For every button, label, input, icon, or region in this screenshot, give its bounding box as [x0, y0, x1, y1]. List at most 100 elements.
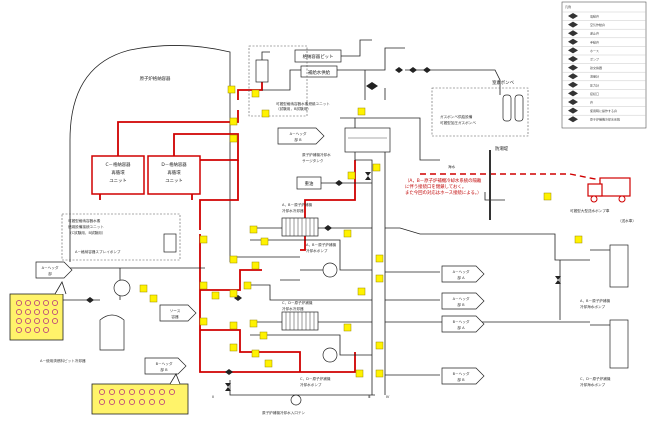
legend-rows: 電動弁空気作動弁逆止弁手動弁ホースポンプ熱交換器流量計圧力計接続口弁使用時に操作…	[562, 11, 646, 123]
legend-label: 逆止弁	[590, 31, 599, 36]
header-right-2-line1: A－ヘッダ	[453, 296, 470, 301]
header-right-1-line1: A－ヘッダ	[453, 269, 470, 274]
sw-pump-cd-line1: C，D－原子炉補機	[580, 376, 611, 381]
inlet-meter	[290, 394, 302, 406]
nitrogen-line1: ガスボンベ供給設備	[440, 114, 473, 119]
a-header-line2: 部	[48, 271, 52, 276]
supply-label: 補給水供給	[308, 69, 331, 76]
ion-unit-line1: 可搬型格納容器水素燃焼ユニット	[276, 101, 330, 106]
legend-symbol	[568, 90, 578, 97]
note-line3: また今回の対応はホース接続による。）	[405, 189, 481, 196]
valve-symbols	[86, 67, 561, 391]
spray-pump	[113, 279, 131, 297]
c-chamber-line3: ユニット	[109, 178, 127, 184]
hose-to-truck	[420, 173, 631, 191]
sea-wall-label: 防潮堤	[495, 145, 509, 152]
legend-symbol	[568, 73, 578, 80]
indicator-markers	[139, 85, 583, 378]
legend-label: 手動弁	[590, 39, 599, 44]
legend-symbol	[568, 116, 578, 123]
header-right-2	[441, 292, 485, 310]
aux-ion-frame	[61, 213, 181, 261]
spent-fuel-cooler	[99, 314, 125, 351]
legend-label: 流量計	[590, 74, 599, 79]
header-mid-line1: A－ヘッダ	[290, 131, 307, 136]
ion-unit-line2: （試験用，B試験用）	[276, 106, 311, 111]
pump-ab-ccw-line1: A，B－原子炉補機	[306, 242, 336, 247]
header-right-1-line2: 部 A	[457, 275, 465, 280]
header-right-4-line2: 部 B	[457, 377, 465, 382]
legend-symbol	[568, 64, 578, 71]
pump-cd-ccw	[322, 347, 338, 363]
pump-ab-ccw-line2: 冷却水ポンプ	[306, 248, 328, 253]
nitrogen-bottle-2	[514, 94, 524, 122]
legend-label: 圧力計	[590, 82, 599, 87]
hx-ab-line1: A，B－原子炉補機	[282, 202, 312, 207]
legend-symbol	[568, 99, 578, 105]
aux-ion-line1: 可搬型格納容器水素	[68, 218, 101, 223]
truck-cab	[587, 183, 603, 197]
hx-cd-line2: 冷却水冷却器	[282, 306, 304, 311]
surge-tank	[344, 127, 391, 153]
legend-symbol	[568, 30, 578, 37]
hx-cd-fins	[285, 312, 315, 330]
d-chamber-line1: D－格納容器	[161, 161, 187, 168]
surge-small-box	[159, 304, 197, 322]
lower-header-line1: B－ヘッダ	[156, 361, 173, 366]
sw-pump-ab	[609, 244, 629, 288]
truck-wheel-rear	[618, 195, 626, 203]
spent-fuel-label: A－使用済燃料ピット冷却器	[40, 358, 86, 363]
heat-pump-label: A－格納容器スプレイポンプ	[75, 249, 121, 254]
header-right-4	[441, 367, 485, 385]
truck-body	[599, 177, 631, 197]
sw-pump-cd-line2: 冷却海水ポンプ	[580, 382, 605, 387]
lower-header-line2: 部 B	[160, 367, 168, 372]
sw-pump-cd	[609, 319, 629, 369]
red-pipe-containment	[99, 110, 239, 200]
aux-ion-device	[163, 233, 177, 253]
hx-ab-fins	[285, 218, 315, 236]
ion-unit-frame	[248, 45, 308, 117]
pump-cd-ccw-line1: C，D－原子炉補機	[300, 376, 331, 381]
supply-box	[300, 65, 338, 78]
surge-small-line2: 容器	[171, 314, 179, 319]
sw-pump-ab-line1: A，B－原子炉補機	[580, 298, 610, 303]
legend-symbol	[568, 107, 578, 114]
truck-wheel-front	[590, 195, 598, 203]
header-right-2-line2: 部 B	[457, 302, 465, 307]
containment-label: 原子炉格納容器	[140, 75, 171, 82]
truck-label: 可搬型大型送水ポンプ車	[570, 208, 610, 213]
legend-label: 弁	[590, 100, 593, 105]
tag-1: Ⅱ	[212, 395, 214, 399]
legend-title: 凡例	[565, 4, 571, 9]
legend-label: 接続口	[590, 91, 599, 96]
legend-symbol	[568, 56, 578, 62]
a-header-box	[35, 261, 73, 279]
note-line2: に伴う接続口を閉鎖しておく。	[405, 183, 466, 190]
legend-symbol	[568, 47, 578, 54]
d-chamber-line2: 再循環	[167, 169, 181, 176]
header-mid-box	[277, 127, 325, 145]
truck-note: （送水車）	[618, 218, 636, 223]
lower-header-box	[144, 357, 187, 375]
indicator-panel-bottom-icons	[99, 389, 175, 405]
aux-ion-line2: 燃焼設備接続ユニット	[68, 224, 104, 229]
aux-ion-line3: （C試験用，B試験用）	[68, 230, 105, 235]
indicator-panel-left-icons	[16, 300, 58, 333]
hx-cd-line1: C，D－原子炉補機	[282, 300, 313, 305]
legend-label: 使用時に操作する弁	[590, 108, 617, 113]
note-line1: （A，B－原子炉補機冷却水系統の隔離	[405, 177, 482, 184]
legend-symbol	[568, 81, 578, 88]
red-pipe-trunk	[199, 160, 239, 230]
legend-label: 熱交換器	[590, 65, 602, 70]
header-right-1	[441, 265, 485, 283]
nitrogen-label: 窒素ボンベ	[492, 79, 515, 86]
c-chamber	[91, 155, 145, 195]
d-chamber	[147, 155, 201, 195]
tag-3: Ⅳ	[386, 395, 390, 399]
legend-label: 空気作動弁	[590, 22, 605, 27]
header-right-4-line1: B－ヘッダ	[453, 371, 470, 376]
header-mid-line2: 部 B	[294, 137, 302, 142]
legend-label: 原子炉補機冷却水系統	[590, 117, 620, 122]
